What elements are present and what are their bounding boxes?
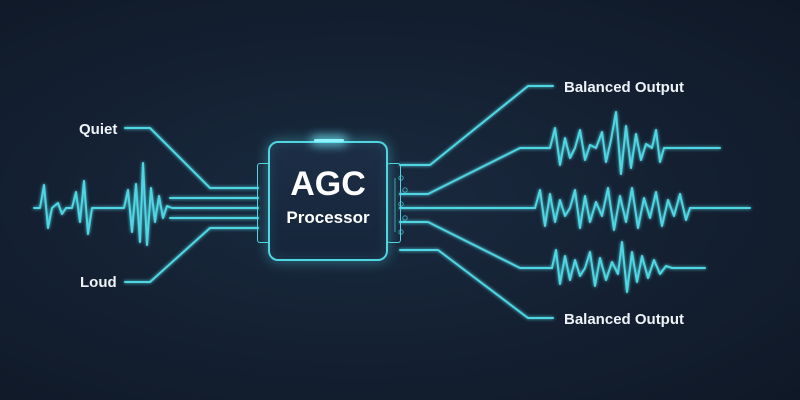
chip-right-pin-bank — [387, 163, 401, 243]
processor-subtitle: Processor — [286, 208, 370, 227]
balanced-output-bottom-leader-line — [399, 249, 554, 319]
output-wire-1 — [399, 147, 546, 195]
output-waveform-1 — [544, 111, 721, 175]
quiet-label: Quiet — [79, 121, 118, 138]
chip-left-pin-bank — [257, 163, 271, 243]
balanced-output-top-leader-line — [399, 85, 554, 166]
output-wire-3 — [399, 221, 553, 269]
chip-glow-accent — [314, 139, 344, 142]
processor-title: AGC — [290, 165, 366, 203]
input-waveform — [33, 162, 259, 246]
agc-processor-chip: AGC Processor — [268, 141, 388, 261]
loud-leader-line — [124, 227, 259, 283]
output-waveform-2 — [534, 187, 751, 231]
loud-label: Loud — [80, 274, 117, 291]
balanced-output-label-bottom: Balanced Output — [564, 311, 685, 328]
quiet-leader-line — [124, 127, 259, 189]
balanced-output-label-top: Balanced Output — [564, 79, 685, 96]
output-waveform-3 — [551, 241, 706, 293]
